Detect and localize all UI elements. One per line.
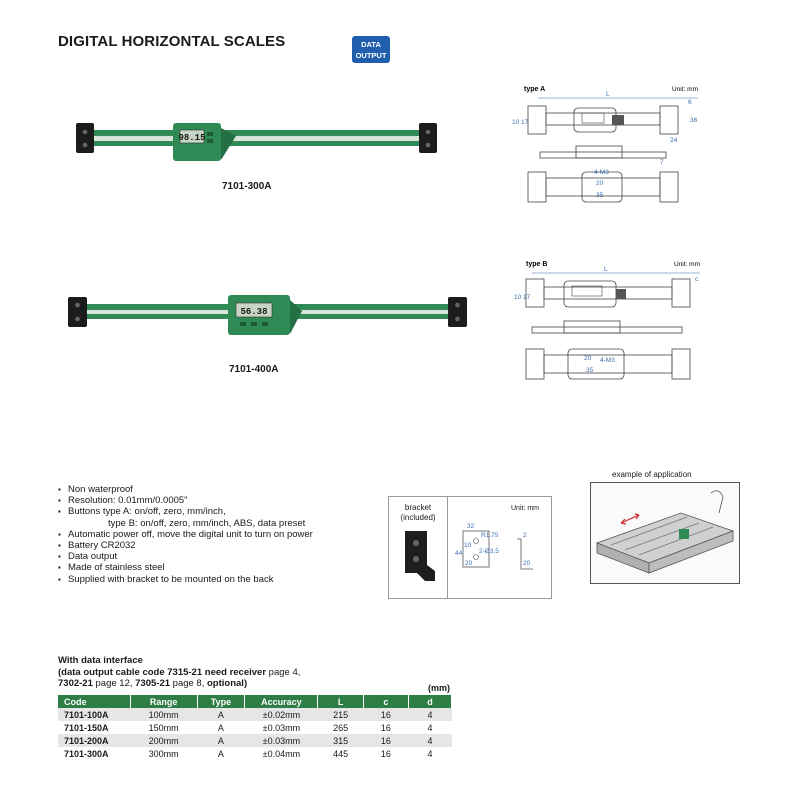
bracket-label-line-2: (included) (400, 513, 436, 522)
svg-text:17: 17 (523, 294, 531, 301)
table-unit: (mm) (428, 683, 450, 693)
note-line-3: 7302-21 page 12, 7305-21 page 8, optiona… (58, 678, 248, 689)
svg-text:20: 20 (523, 560, 531, 567)
svg-text:32: 32 (467, 523, 475, 530)
col-header-l: L (317, 695, 364, 708)
col-header-range: Range (130, 695, 198, 708)
svg-text:20: 20 (584, 355, 592, 362)
application-label: example of application (612, 470, 692, 479)
application-drawing (595, 490, 735, 574)
svg-text:2-Ø3.5: 2-Ø3.5 (479, 548, 499, 555)
svg-text:7: 7 (660, 159, 664, 166)
col-header-d: d (408, 695, 453, 708)
dim-l: L (604, 266, 608, 273)
svg-text:20: 20 (596, 180, 604, 187)
spec-table: Code Range Type Accuracy L c d 7101-100A… (58, 695, 453, 760)
product-image-7101-300a (76, 123, 437, 161)
note-line-2: (data output cable code 7315-21 need rec… (58, 666, 301, 678)
col-header-type: Type (197, 695, 246, 708)
svg-text:4-M3: 4-M3 (594, 169, 609, 176)
badge-line-2: OUTPUT (355, 51, 387, 60)
model-label-7101-300a: 7101-300A (222, 181, 272, 192)
feature-item: Resolution: 0.01mm/0.0005" (58, 495, 313, 506)
svg-text:4-M3: 4-M3 (600, 357, 615, 364)
model-label-7101-400a: 7101-400A (229, 364, 279, 375)
diagram-type-label: type B (526, 261, 547, 268)
table-row: 7101-300A 300mm A ±0.04mm 445 16 4 (64, 748, 433, 759)
lcd-reading-7101-400a: 56.38 (240, 307, 267, 317)
diagram-type-b: type B Unit: mm L c 10 17 20 4-M3 35 (514, 261, 700, 380)
svg-text:44: 44 (455, 550, 463, 557)
feature-item: Automatic power off, move the digital un… (58, 529, 313, 540)
svg-text:36: 36 (690, 117, 698, 124)
svg-text:17: 17 (521, 119, 529, 126)
diagram-unit: Unit: mm (672, 86, 698, 93)
svg-text:24: 24 (670, 137, 678, 144)
dim-l: L (606, 91, 610, 98)
page-title: DIGITAL HORIZONTAL SCALES (58, 33, 286, 50)
svg-text:6: 6 (688, 99, 692, 106)
feature-item: type B: on/off, zero, mm/inch, ABS, data… (108, 517, 306, 529)
feature-item: Battery CR2032 (58, 540, 313, 551)
table-row: 7101-150A 150mm A ±0.03mm 265 16 4 (64, 722, 433, 733)
feature-item: Data output (58, 551, 313, 562)
feature-item: Non waterproof (58, 484, 313, 495)
diagram-type-a: type A Unit: mm L 6 10 17 36 24 7 4-M3 2… (512, 86, 698, 203)
svg-text:10: 10 (514, 294, 522, 301)
bracket-label: bracket (included) (389, 503, 447, 523)
bracket-photo (405, 531, 435, 581)
bracket-panel: bracket (included) Unit: mm 32 R1.75 10 … (388, 496, 552, 599)
svg-text:10: 10 (464, 542, 472, 549)
bracket-divider (447, 497, 448, 598)
svg-text:35: 35 (596, 192, 604, 199)
svg-text:c: c (695, 276, 699, 283)
display-reading: 98.15 (178, 133, 205, 143)
svg-text:10: 10 (512, 119, 520, 126)
table-row: 7101-100A 100mm A ±0.02mm 215 16 4 (58, 708, 452, 721)
feature-item: Supplied with bracket to be mounted on t… (58, 574, 313, 585)
table-header-row: Code Range Type Accuracy L c d (58, 695, 453, 708)
display-reading: 56.38 (240, 307, 267, 317)
bracket-unit: Unit: mm (511, 505, 539, 512)
note-line-1: With data interface (58, 655, 143, 666)
badge-line-1: DATA (361, 40, 381, 49)
bracket-drawing: 32 R1.75 10 44 2-Ø3.5 20 2 20 (455, 523, 533, 570)
diagram-unit: Unit: mm (674, 261, 700, 268)
data-output-badge: DATA OUTPUT (352, 36, 390, 63)
svg-text:2: 2 (523, 532, 527, 539)
product-image-7101-400a (68, 295, 467, 335)
lcd-reading-7101-300a: 98.15 (178, 133, 205, 143)
data-interface-note: With data interface (data output cable c… (58, 655, 300, 690)
feature-item: Made of stainless steel (58, 562, 313, 573)
table-row: 7101-200A 200mm A ±0.03mm 315 16 4 (58, 734, 452, 747)
feature-list: Non waterproof Resolution: 0.01mm/0.0005… (58, 484, 313, 585)
feature-item: Buttons type A: on/off, zero, mm/inch, (58, 506, 313, 517)
col-header-accuracy: Accuracy (244, 695, 319, 708)
col-header-code: Code (58, 695, 131, 708)
col-header-c: c (363, 695, 409, 708)
application-example (590, 482, 740, 584)
svg-text:35: 35 (586, 367, 594, 374)
diagram-type-label: type A (524, 86, 545, 93)
svg-text:R1.75: R1.75 (481, 532, 499, 539)
svg-text:20: 20 (465, 560, 473, 567)
bracket-label-line-1: bracket (404, 503, 432, 512)
